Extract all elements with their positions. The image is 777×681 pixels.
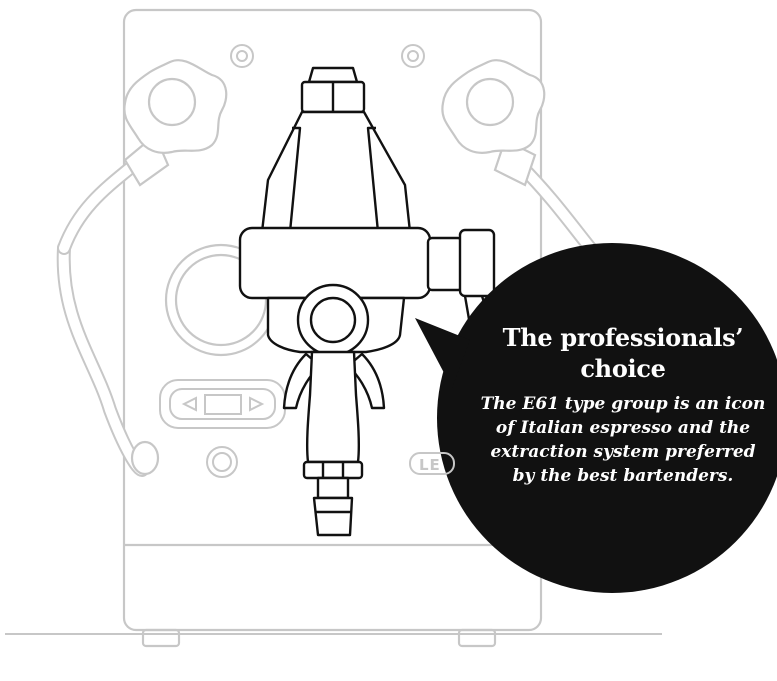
screw-icon xyxy=(230,44,425,68)
wand-tip xyxy=(130,440,160,476)
brand-badge: LE xyxy=(409,452,455,475)
callout-body: The E61 type group is an icon of Italian… xyxy=(480,394,766,486)
left-steam-knob-icon xyxy=(56,59,228,477)
callout-title: The professionals’ choice xyxy=(502,323,744,383)
power-button-icon xyxy=(206,446,238,478)
callout-text: The professionals’ choice The E61 type g… xyxy=(478,322,768,488)
callout-bubble xyxy=(415,243,777,593)
control-panel xyxy=(159,379,286,429)
e61-group-head xyxy=(238,66,496,537)
